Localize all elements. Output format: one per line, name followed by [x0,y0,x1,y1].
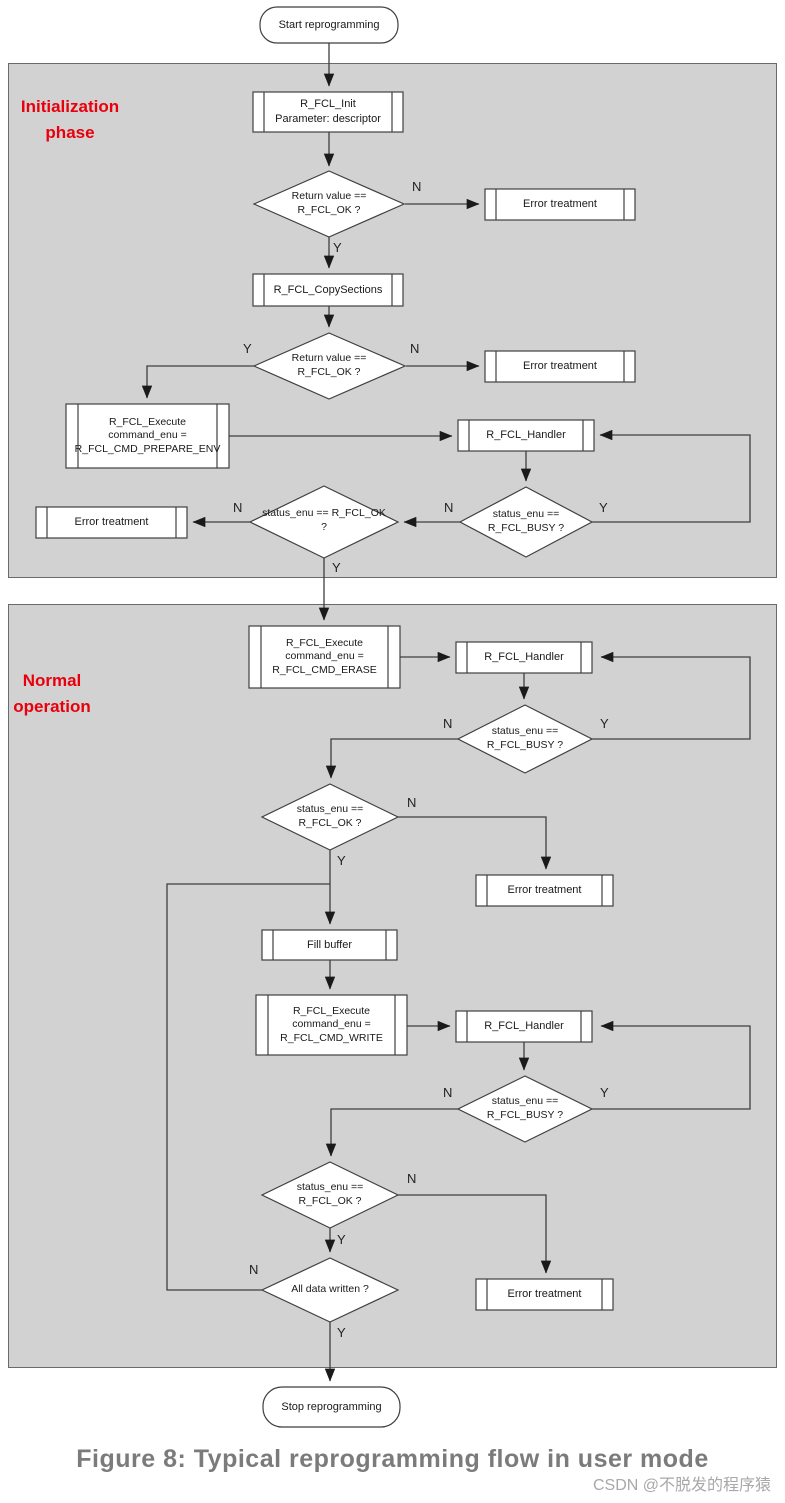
connector-lines [141,43,751,1382]
normal-operation-section [8,604,777,1368]
initialization-phase-section [8,63,777,578]
figure-caption: Figure 8: Typical reprogramming flow in … [76,1445,709,1473]
node-shapes [35,6,636,1428]
phase-label-line: Normal [22,671,82,690]
csdn-watermark: CSDN @不脱发的程序猿 [592,1477,771,1494]
label-no-busy1: N [444,500,454,515]
label-no-alldata: N [249,1262,259,1277]
label-no-ok3: N [407,1171,417,1186]
label-no-return1: N [412,179,422,194]
label-no-ok1: N [233,500,243,515]
label-yes-busy2: Y [600,716,609,731]
label-yes-busy3: Y [600,1085,609,1100]
label-yes-ok3: Y [337,1232,346,1247]
label-no-busy2: N [443,716,453,731]
phase-label-line: Initialization [20,97,120,116]
label-yes-return1: Y [333,240,342,255]
label-yes-ok1: Y [332,560,341,575]
phase-label-line: phase [45,122,95,142]
label-yes-ok2: Y [337,853,346,868]
label-no-busy3: N [443,1085,453,1100]
label-yes-return2: Y [243,341,252,356]
label-no-return2: N [410,341,420,356]
normal-operation-label: Normal operation [2,668,102,719]
label-no-ok2: N [407,795,417,810]
label-yes-busy1: Y [599,500,608,515]
initialization-phase-label: Initialization phase [10,94,130,145]
phase-label-line: operation [13,696,91,716]
label-yes-alldata: Y [337,1325,346,1340]
